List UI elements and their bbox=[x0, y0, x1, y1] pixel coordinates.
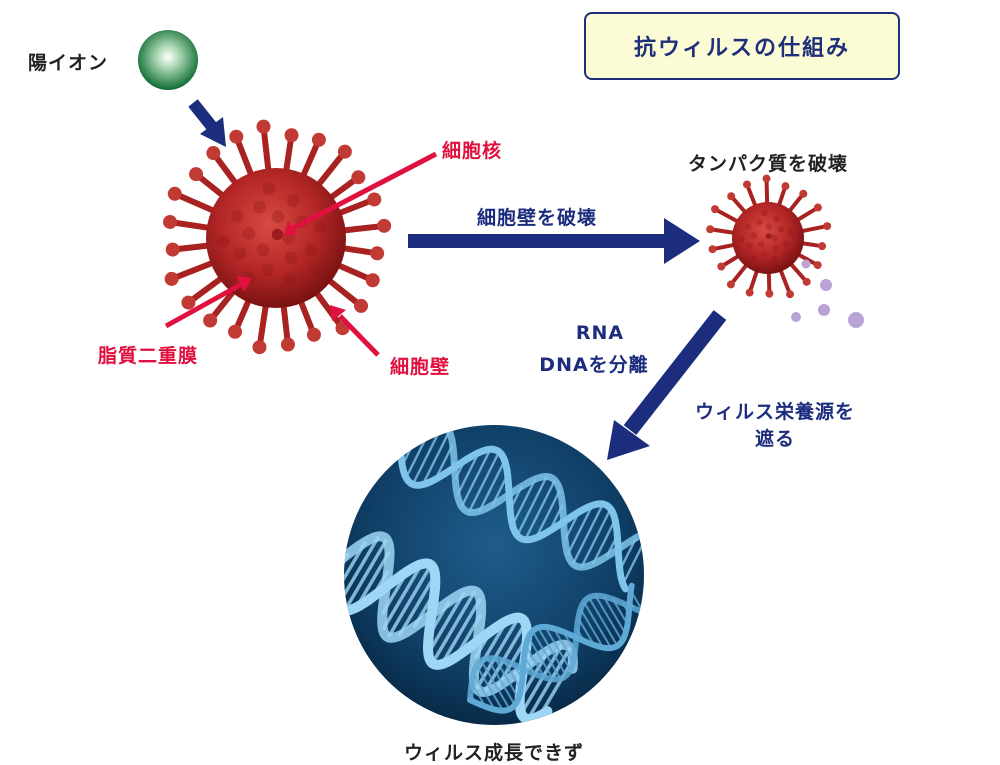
page-title: 抗ウィルスの仕組み bbox=[633, 36, 850, 61]
separate-dna-arrow bbox=[607, 310, 727, 460]
protein-fragments bbox=[791, 259, 864, 328]
lipid-bilayer-label: 脂質二重膜 bbox=[98, 345, 199, 367]
rna-label: RNA bbox=[575, 322, 625, 344]
block-nutrition-label-line1: ウィルス栄養源を bbox=[694, 401, 855, 423]
large-virus bbox=[163, 119, 392, 355]
pointer-lines bbox=[164, 151, 438, 357]
nucleus-pointer bbox=[288, 151, 438, 233]
block-nutrition-label-line2: 遮る bbox=[754, 428, 795, 450]
title-box: 抗ウィルスの仕組み bbox=[584, 12, 900, 80]
cell-wall-label: 細胞壁 bbox=[390, 356, 451, 378]
destroy-protein-label: タンパク質を破壊 bbox=[688, 153, 849, 175]
cation-ball bbox=[138, 30, 198, 90]
small-virus bbox=[706, 174, 832, 299]
cation-label: 陽イオン bbox=[28, 52, 109, 74]
cell-wall-pointer bbox=[338, 314, 380, 357]
destroy-wall-arrow bbox=[408, 218, 700, 264]
lipid-pointer bbox=[164, 282, 242, 329]
dna-separate-label: DNAを分離 bbox=[539, 354, 649, 376]
dna-image bbox=[344, 425, 644, 725]
destroy-cell-wall-label: 細胞壁を破壊 bbox=[477, 207, 598, 229]
cation-arrow bbox=[188, 99, 226, 147]
nucleus-label: 細胞核 bbox=[442, 140, 503, 162]
cannot-grow-label: ウィルス成長できず bbox=[403, 742, 584, 764]
